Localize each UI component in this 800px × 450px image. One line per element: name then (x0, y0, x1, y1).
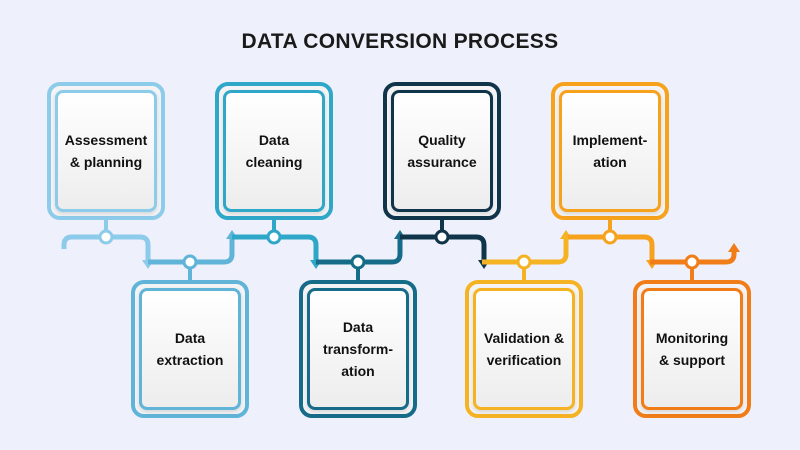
connector-segment (232, 234, 319, 260)
step-label: Data extraction (156, 330, 224, 368)
step-node-icon (684, 254, 700, 270)
step-label: Implement- ation (572, 132, 648, 170)
step-node-icon (434, 229, 450, 245)
step-card-assessment-planning: Assessment & planning (47, 82, 165, 220)
step-label: Data transform- ation (322, 319, 393, 379)
step-label: Validation & verification (483, 330, 565, 368)
step-card-monitoring-support: Monitoring & support (633, 280, 751, 418)
connector-segment (482, 239, 569, 265)
step-node-icon (516, 254, 532, 270)
arrow-head-icon (728, 243, 740, 252)
step-label: Quality assurance (407, 132, 477, 170)
step-card-validation-verification: Validation & verification (465, 280, 583, 418)
step-label: Data cleaning (245, 132, 303, 170)
connector-segment (148, 239, 235, 265)
diagram-title: DATA CONVERSION PROCESS (241, 30, 559, 53)
connector-segment (650, 252, 737, 265)
step-label: Monitoring & support (655, 330, 729, 368)
step-card-quality-assurance: Quality assurance (383, 82, 501, 220)
connector-segment (568, 234, 655, 260)
step-node-icon (350, 254, 366, 270)
step-node-icon (98, 229, 114, 245)
connector-segment (316, 239, 403, 265)
step-card-data-cleaning: Data cleaning (215, 82, 333, 220)
step-card-data-extraction: Data extraction (131, 280, 249, 418)
step-card-data-transformation: Data transform- ation (299, 280, 417, 418)
step-card-implementation: Implement- ation (551, 82, 669, 220)
connector-segment (400, 234, 487, 260)
step-node-icon (266, 229, 282, 245)
step-label: Assessment & planning (64, 132, 148, 170)
step-node-icon (602, 229, 618, 245)
step-node-icon (182, 254, 198, 270)
